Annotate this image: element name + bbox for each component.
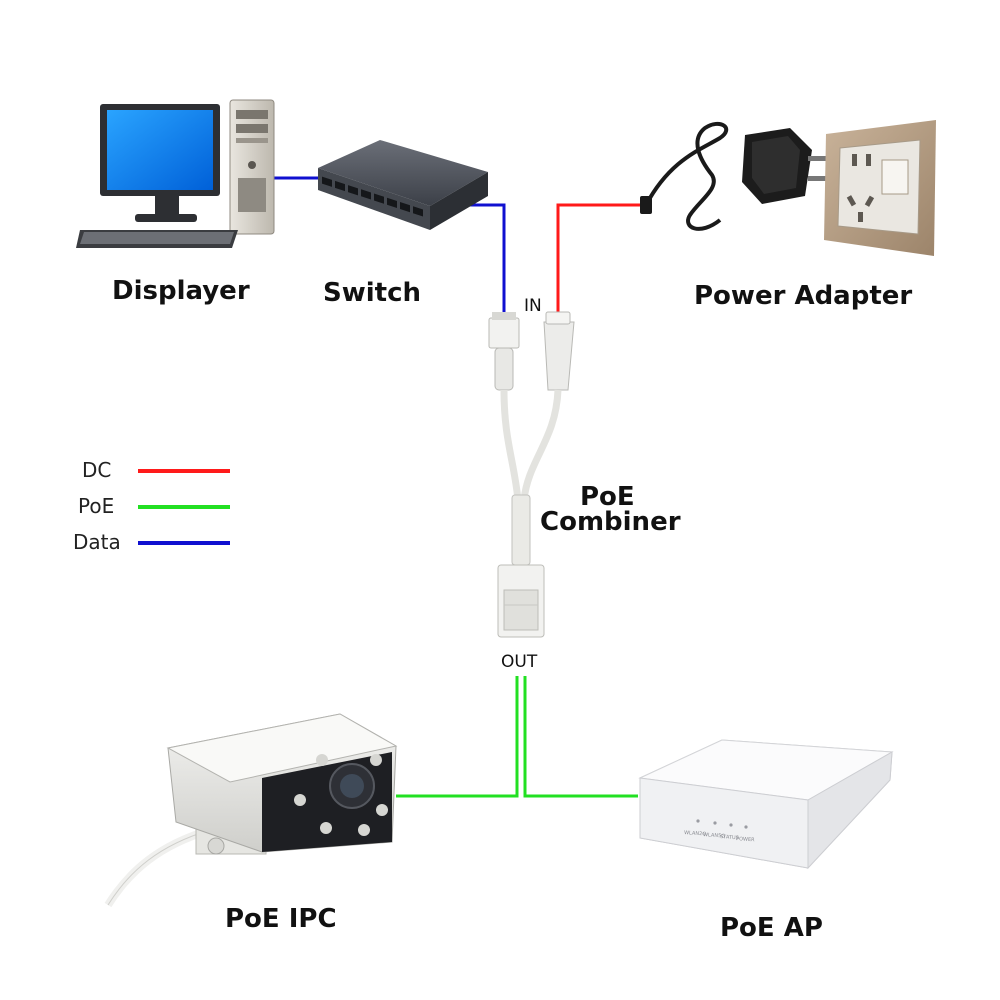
legend-swatch bbox=[138, 469, 230, 473]
ap-led-labels: WLAN2G WLAN5G STATUS POWER bbox=[684, 830, 755, 843]
ap-label: PoE AP bbox=[720, 913, 823, 943]
power-adapter-icon bbox=[640, 121, 826, 231]
poe-combiner-cable-icon bbox=[488, 311, 575, 638]
legend-label: Data bbox=[73, 530, 121, 554]
dc-cable-adapter-combiner bbox=[556, 203, 646, 322]
poe-cable-combiner-ipc bbox=[396, 676, 519, 798]
combiner-label-line2: Combiner bbox=[540, 507, 681, 537]
pc-tower-icon bbox=[229, 99, 275, 235]
poe-cable-combiner-ap bbox=[523, 676, 638, 798]
legend-swatch bbox=[138, 541, 230, 545]
in-port-label: IN bbox=[524, 296, 542, 316]
legend-item-dc: DC bbox=[70, 458, 240, 488]
data-cable-switch-combiner bbox=[470, 203, 506, 318]
ap-led-label: STATUS bbox=[720, 834, 739, 841]
ip-camera-icon bbox=[104, 713, 398, 908]
ap-led-label: WLAN5G bbox=[703, 832, 726, 840]
out-port-label: OUT bbox=[501, 652, 538, 672]
ipc-label: PoE IPC bbox=[225, 904, 337, 934]
displayer-label: Displayer bbox=[112, 276, 250, 306]
access-point-icon bbox=[638, 739, 894, 870]
legend-item-data: Data bbox=[70, 530, 240, 560]
legend-label: DC bbox=[82, 458, 112, 482]
legend-item-poe: PoE bbox=[70, 494, 240, 524]
ap-led-label: POWER bbox=[736, 836, 755, 843]
network-switch-icon bbox=[318, 140, 488, 230]
wall-socket-icon bbox=[824, 120, 936, 256]
monitor-icon bbox=[100, 104, 220, 222]
legend-swatch bbox=[138, 505, 230, 509]
legend-label: PoE bbox=[78, 494, 115, 518]
ap-led-label: WLAN2G bbox=[684, 830, 707, 838]
combiner-label-line1: PoE bbox=[580, 482, 635, 512]
power-adapter-label: Power Adapter bbox=[694, 281, 913, 311]
switch-label: Switch bbox=[323, 278, 422, 308]
keyboard-icon bbox=[76, 230, 238, 248]
